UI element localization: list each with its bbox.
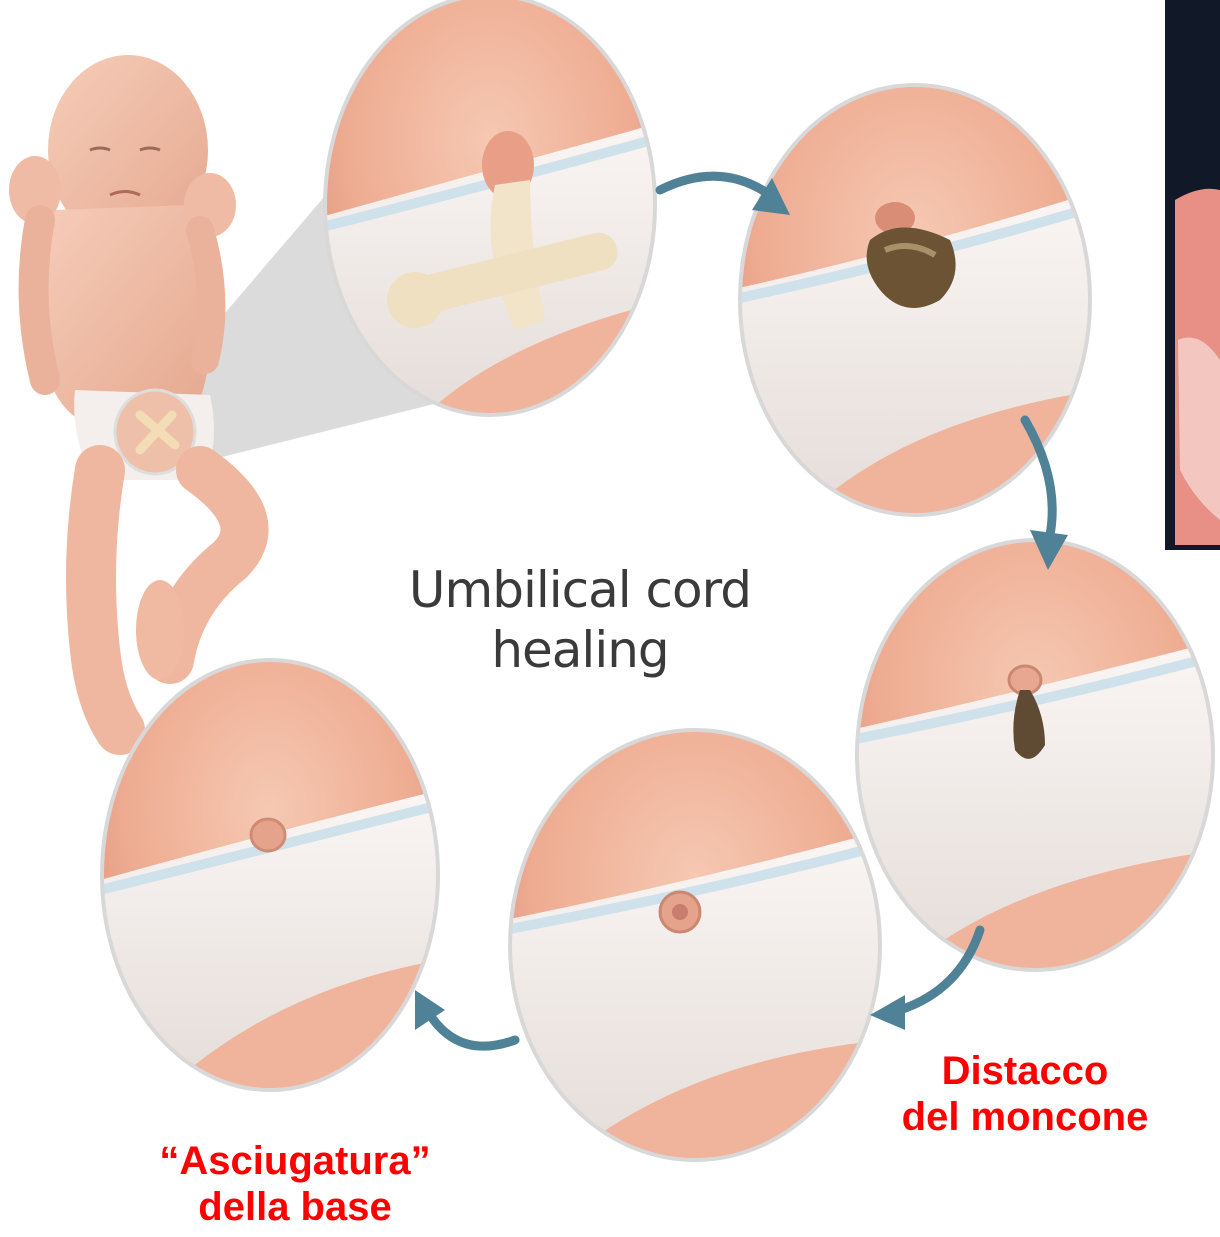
title-line-1: Umbilical cord	[380, 560, 780, 620]
photo-fragment	[1165, 0, 1220, 550]
arrow-4	[430, 1015, 515, 1046]
stage-stump-detaching	[850, 535, 1220, 975]
label-stump-detachment: Distacco del moncone	[860, 1048, 1190, 1140]
label-base-drying: “Asciugatura” della base	[120, 1138, 470, 1230]
title-line-2: healing	[380, 620, 780, 680]
stage-healing-navel	[505, 725, 885, 1165]
diagram-title: Umbilical cord healing	[380, 560, 780, 680]
label-asciugatura-line-1: “Asciugatura”	[120, 1138, 470, 1184]
arrow-1	[660, 176, 770, 195]
label-distacco-line-1: Distacco	[860, 1048, 1190, 1094]
label-distacco-line-2: del moncone	[860, 1094, 1190, 1140]
label-asciugatura-line-2: della base	[120, 1184, 470, 1230]
stage-healed-navel	[100, 655, 440, 1095]
